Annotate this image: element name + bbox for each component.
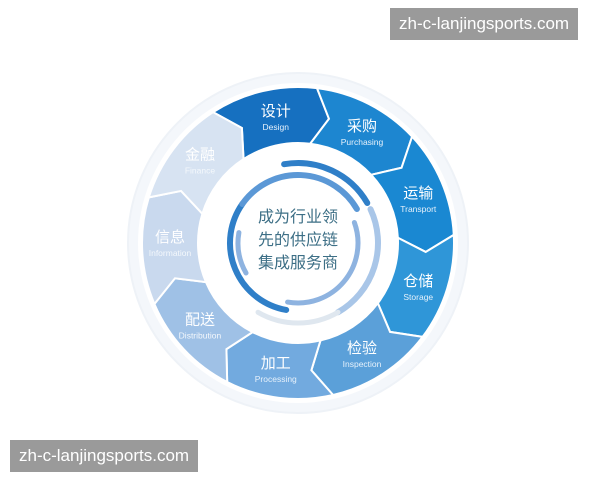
segment-label-zh: 采购 (347, 117, 377, 135)
center-text-line-2: 先的供应链 (258, 230, 338, 249)
ring-arc (281, 160, 371, 206)
segment-label-zh: 加工 (261, 354, 291, 372)
segment-label-en: Distribution (179, 330, 222, 340)
ring-arc (227, 200, 290, 313)
ring-arc (285, 219, 361, 306)
segment-label-zh: 信息 (155, 228, 185, 246)
segment-label-en: Finance (185, 166, 216, 176)
segment-label-en: Storage (403, 292, 433, 302)
center-text-line-1: 成为行业领 (258, 207, 338, 226)
segment-finance (147, 111, 245, 216)
segment-label-zh: 检验 (347, 339, 377, 357)
segment-label-zh: 运输 (403, 184, 433, 202)
segment-label-en: Information (149, 248, 192, 258)
ring-arc (239, 172, 360, 212)
segment-label-en: Design (263, 122, 290, 132)
ring-arc (255, 309, 341, 326)
segment-label-en: Transport (400, 204, 437, 214)
watermark-top: zh-c-lanjingsports.com (390, 8, 579, 40)
segment-label-en: Purchasing (341, 137, 384, 147)
ring-arc (235, 230, 249, 276)
segment-label-zh: 设计 (261, 102, 291, 120)
watermark-bottom: zh-c-lanjingsports.com (10, 440, 199, 472)
segment-label-zh: 仓储 (403, 272, 433, 290)
inner-rings (227, 160, 381, 326)
center-text-line-3: 集成服务商 (258, 253, 338, 272)
segment-label-zh: 配送 (185, 310, 215, 328)
ring-arc (335, 206, 381, 316)
segment-label-en: Inspection (343, 359, 382, 369)
segment-label-en: Processing (255, 374, 297, 384)
segment-label-zh: 金融 (185, 146, 215, 164)
segments-group: 设计 Design 采购 Purchasing 运输 Transport 仓储 Storage… (141, 86, 455, 400)
